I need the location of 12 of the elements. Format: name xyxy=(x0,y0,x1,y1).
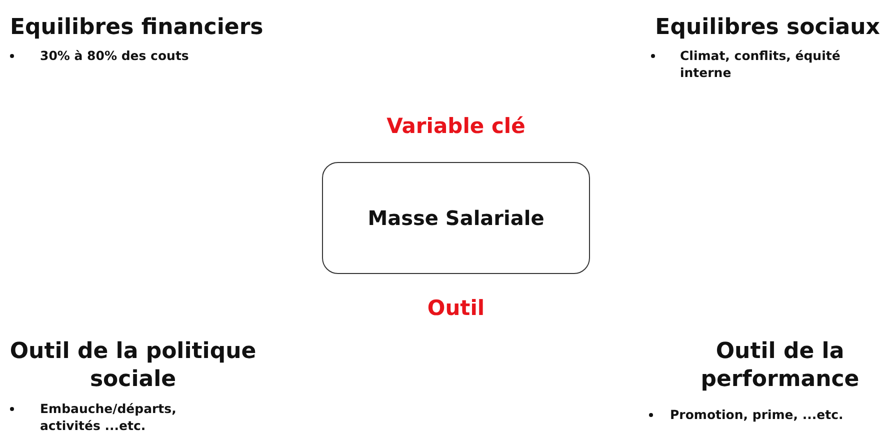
caption-text: Outil xyxy=(426,296,486,320)
bullet-text: 30% à 80% des couts xyxy=(40,47,190,64)
node-label: Masse Salariale xyxy=(368,206,544,230)
bullet-text: Promotion, prime, ...etc. xyxy=(670,406,844,423)
bullet-text: Climat, conflits, équité interne xyxy=(680,47,842,81)
section-heading: Equilibres financiers xyxy=(10,14,264,42)
section-heading: Outil de la politique sociale xyxy=(8,338,258,394)
section-heading: Equilibres sociaux xyxy=(654,14,880,42)
caption-text: Variable clé xyxy=(386,114,526,138)
bullet-text: Embauche/départs, activités ...etc. xyxy=(40,400,178,434)
section-heading: Outil de la performance xyxy=(700,338,860,394)
process-box xyxy=(322,162,590,274)
